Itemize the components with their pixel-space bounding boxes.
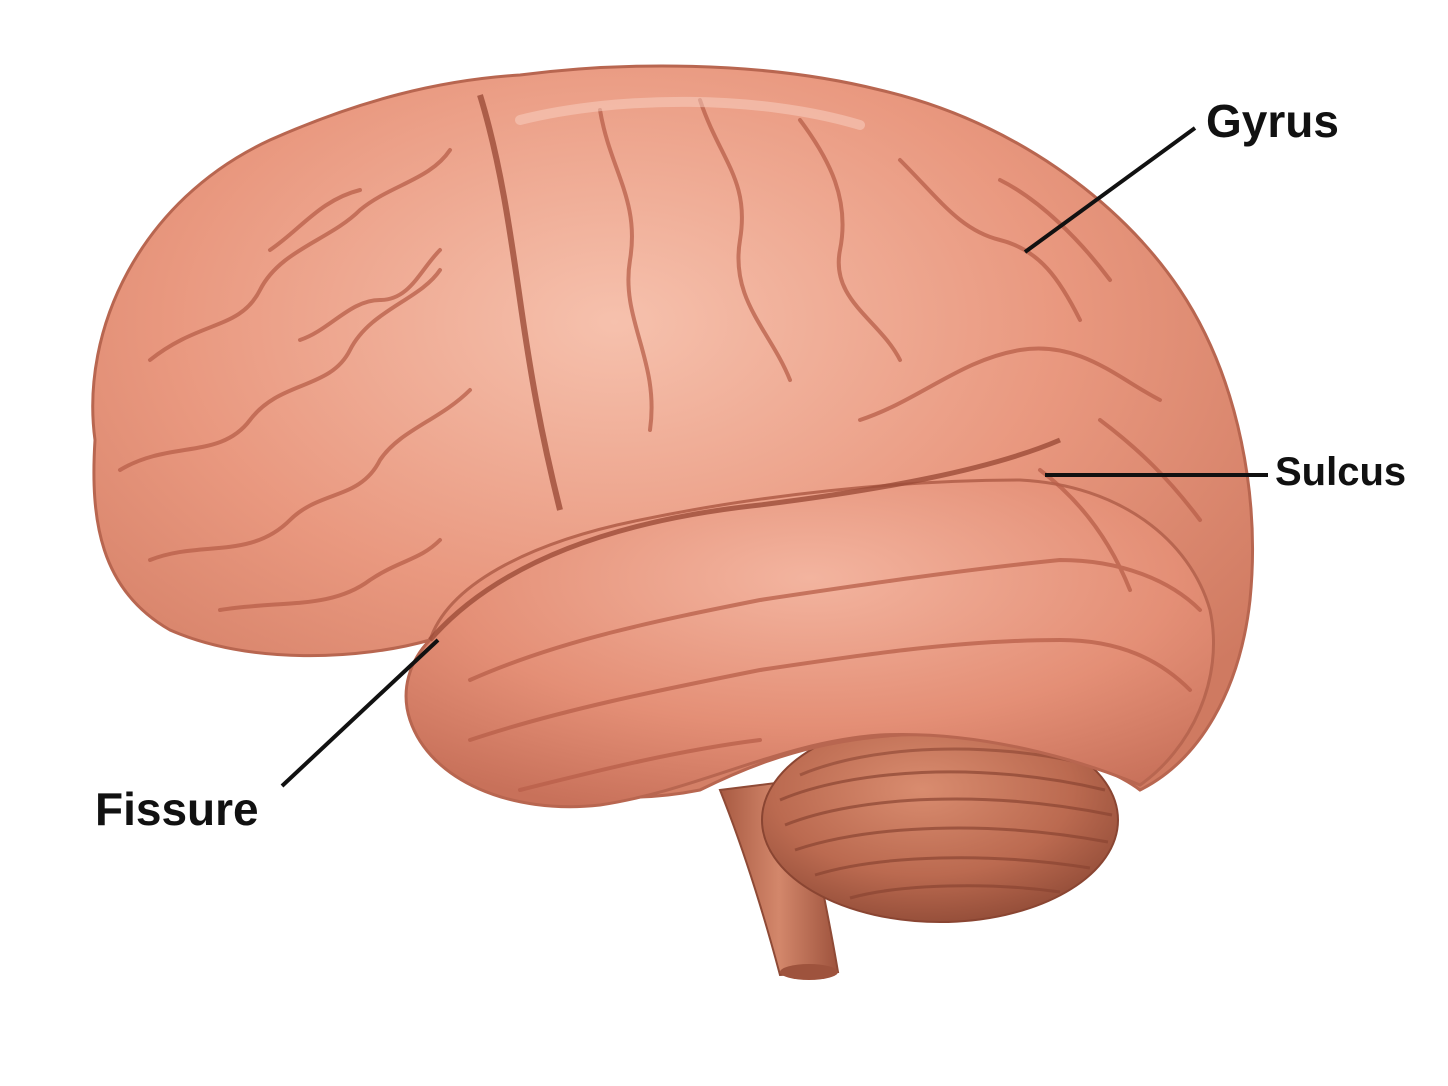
gyrus-label: Gyrus	[1206, 95, 1339, 147]
lateral-fissure	[428, 437, 1061, 642]
gyrus-leader-line	[1023, 126, 1197, 254]
temporal-lobe	[404, 478, 1215, 809]
fissure-label: Fissure	[95, 783, 259, 835]
brainstem-tip	[780, 964, 838, 980]
parietal-sulci	[598, 98, 1202, 522]
fissure-leader-line	[280, 638, 440, 788]
central-sulcus	[477, 94, 563, 511]
sulcus-label: Sulcus	[1275, 450, 1407, 494]
temporal-sulci	[468, 468, 1202, 792]
cortex-highlight	[515, 96, 865, 130]
cerebellum	[761, 717, 1119, 923]
frontal-sulci	[118, 148, 472, 612]
